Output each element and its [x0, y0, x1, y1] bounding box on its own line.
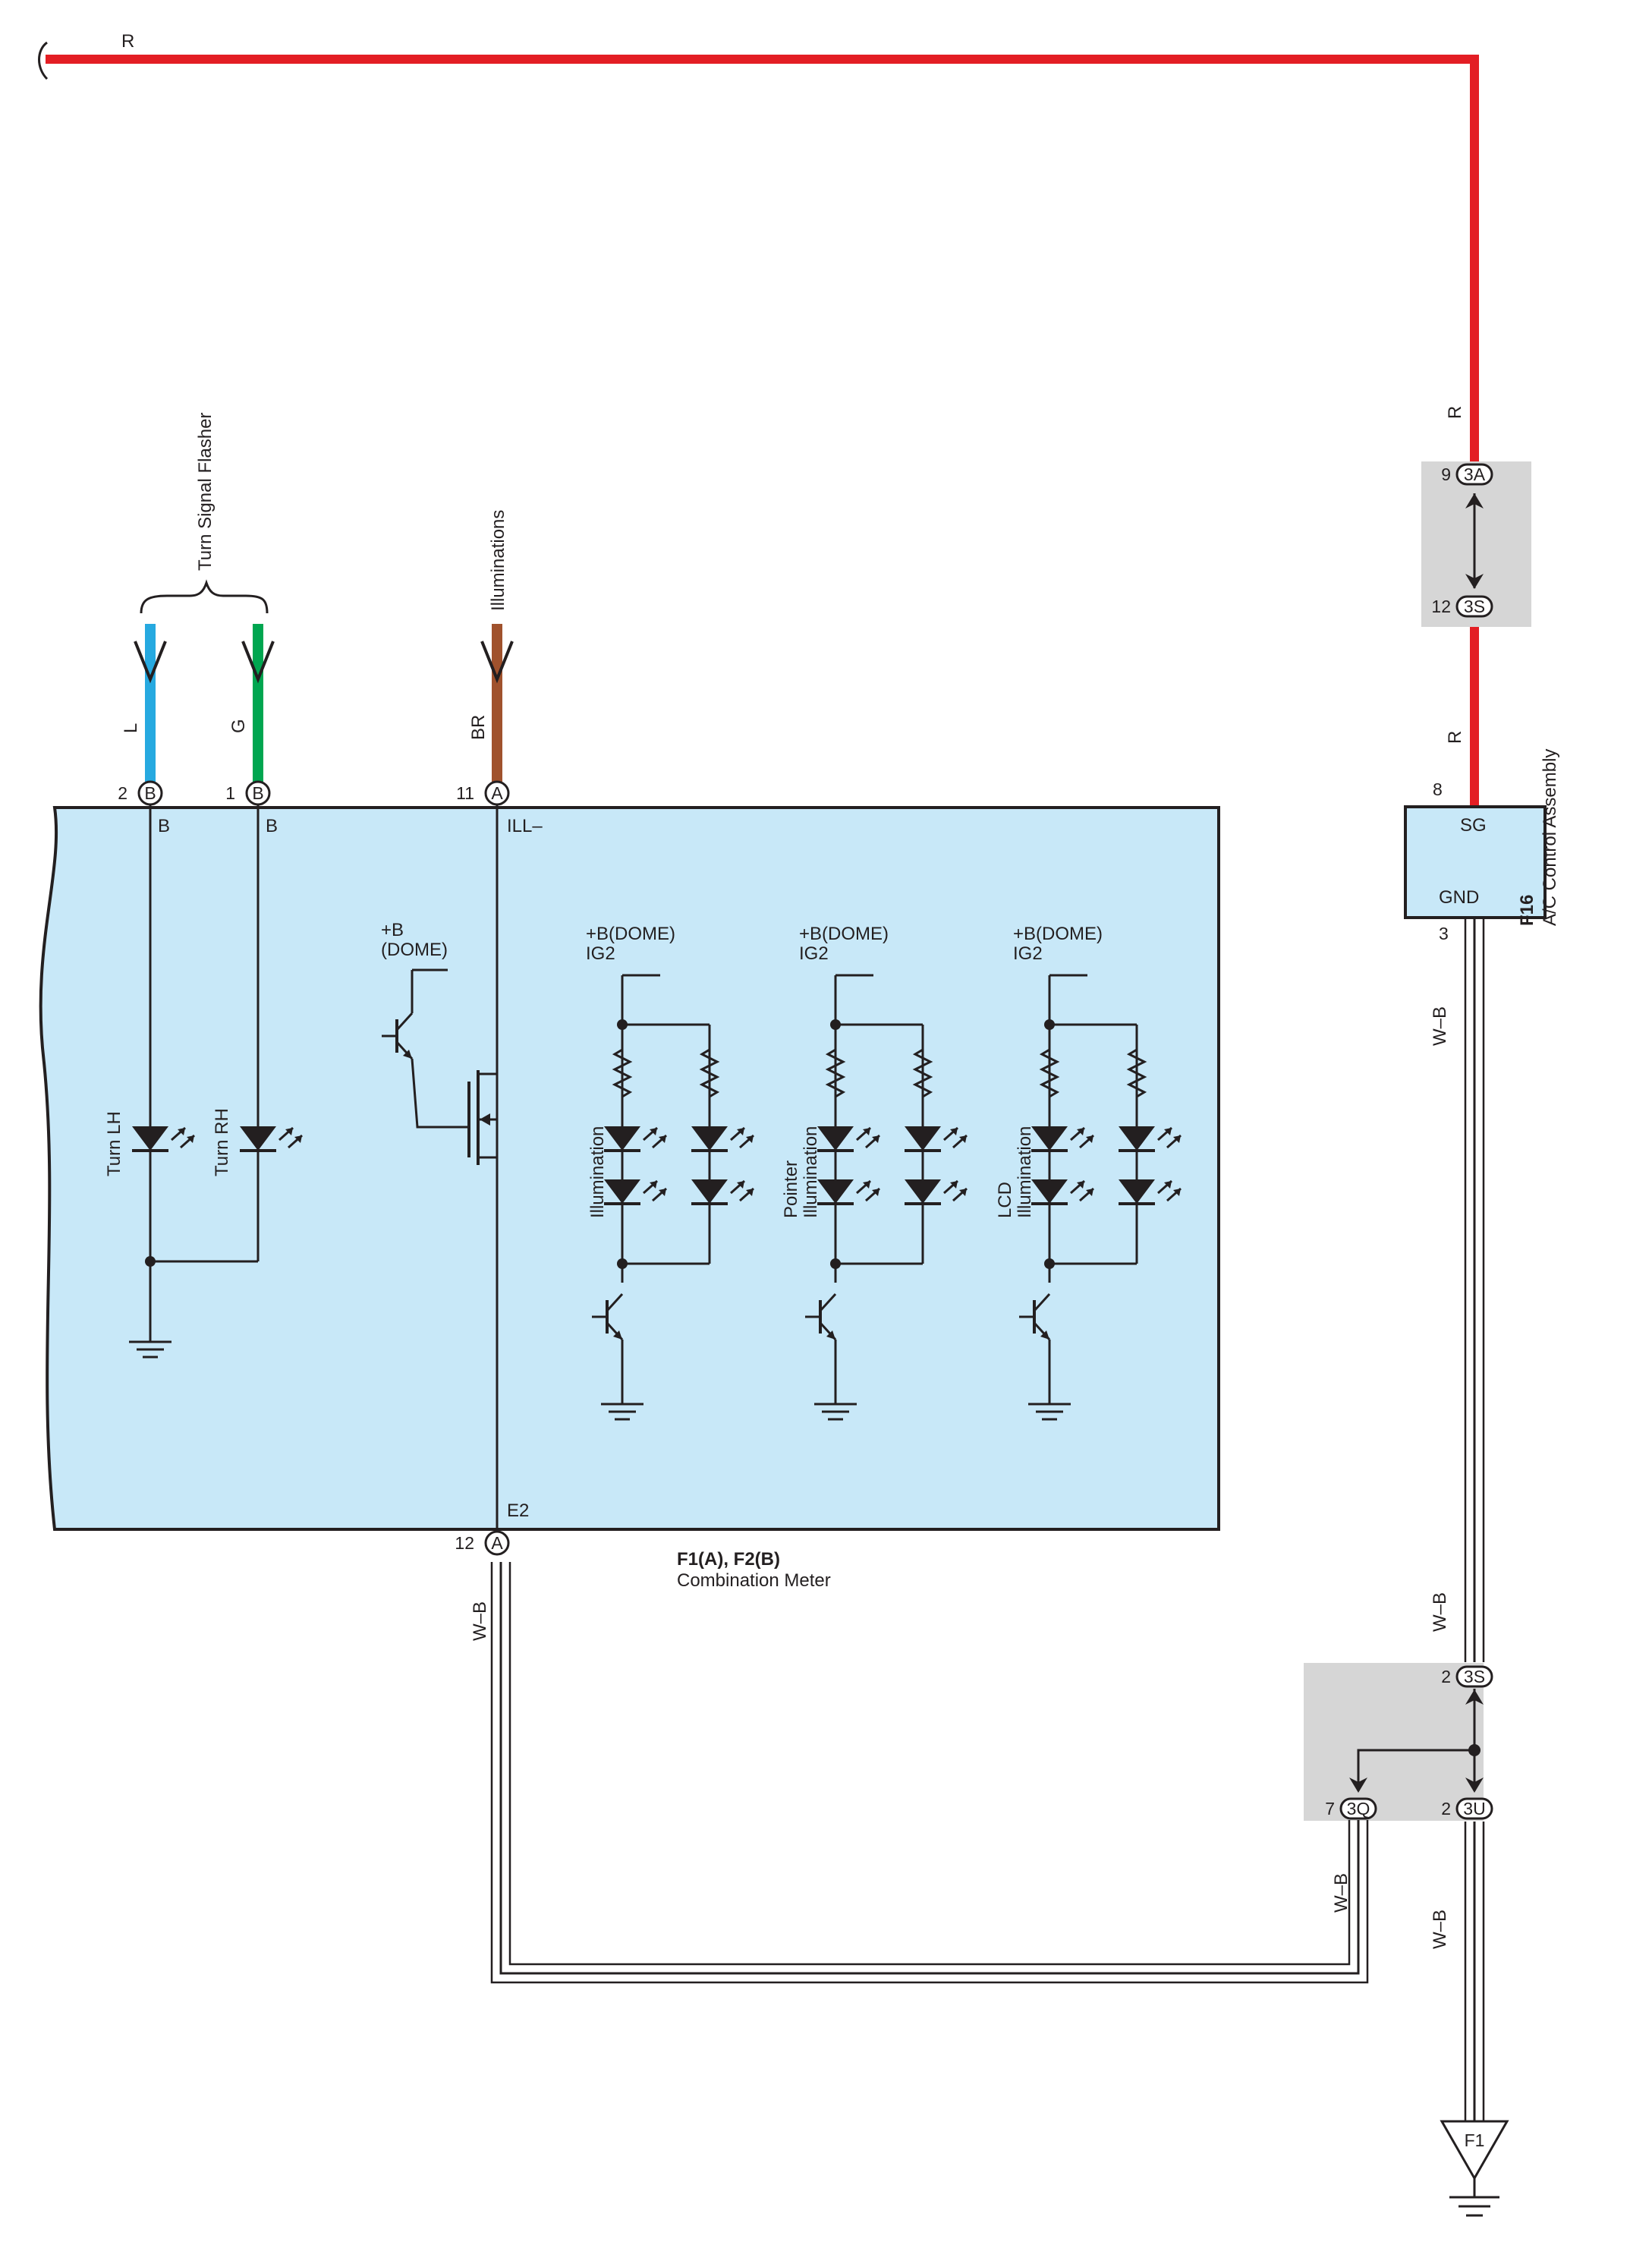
meter-pin-connectors [137, 780, 510, 1556]
turn-rh-wire [241, 624, 275, 782]
pin-2-no: 2 [118, 783, 127, 803]
conn-3s-upper-label: 3S [1464, 597, 1485, 616]
group3-supply-1: +B(DOME) [1013, 924, 1103, 944]
combination-meter-box [39, 806, 1220, 1531]
connector-3s-lower [1455, 1665, 1493, 1688]
pin-2-right-label: 2 [1441, 1799, 1451, 1818]
ac-sg-label: SG [1460, 815, 1487, 836]
illuminations-label: Illuminations [488, 510, 508, 611]
ac-pin-8: 8 [1433, 779, 1443, 799]
junction-upper [1421, 461, 1531, 627]
pin-7-label: 7 [1325, 1799, 1335, 1818]
group2-label-2: Illumination [801, 1126, 821, 1218]
jb-lower-wire-label: W–B [1430, 1910, 1450, 1949]
group2-supply-2: IG2 [799, 943, 829, 964]
pin-12-no: 12 [455, 1533, 474, 1553]
term-e2: E2 [507, 1500, 529, 1521]
meter-ground-wire-label: W–B [470, 1601, 490, 1641]
illum-group-3 [1018, 974, 1182, 1421]
red-upper-label: R [1445, 406, 1465, 419]
group1-label: Illumination [587, 1126, 608, 1218]
connector-3u [1455, 1797, 1493, 1820]
pin-11-conn: A [491, 783, 503, 803]
connector-3q [1339, 1797, 1377, 1820]
ac-name: A/C Control Assembly [1540, 749, 1560, 926]
meter-name: Combination Meter [677, 1570, 831, 1591]
group3-label-1: LCD [995, 1182, 1015, 1218]
top-red-label: R [121, 31, 134, 52]
conn-3s-lower-label: 3S [1464, 1667, 1485, 1686]
turn-rh-label: Turn RH [212, 1108, 232, 1176]
ac-pin-3: 3 [1439, 924, 1449, 943]
conn-3a-label: 3A [1464, 464, 1486, 484]
ground-f1 [1440, 2120, 1509, 2217]
dome-label-1: +B [381, 920, 404, 940]
group2-label-1: Pointer [781, 1160, 801, 1218]
pin-11-no: 11 [456, 783, 474, 803]
illum-wire-label: BR [468, 715, 489, 740]
red-wire [38, 41, 1479, 806]
group1-supply-1: +B(DOME) [586, 924, 675, 944]
wire-break-icon [38, 41, 49, 80]
junction-lower [1304, 1663, 1493, 1821]
turn-lh-wire [134, 624, 167, 782]
turn-rh-wire-label: G [228, 719, 249, 733]
term-ill: ILL– [507, 816, 543, 836]
connector-3s-upper [1455, 595, 1493, 618]
illum-group-2 [804, 974, 968, 1421]
ac-ground-wire-label: W–B [1430, 1006, 1450, 1046]
ac-id: F16 [1517, 895, 1537, 926]
red-lower-label: R [1445, 731, 1465, 744]
group3-supply-2: IG2 [1013, 943, 1043, 964]
ac-control-box [1404, 805, 1547, 919]
meter-ground-wire [490, 1562, 1369, 1984]
turn-lh-wire-label: L [121, 723, 141, 733]
dome-label-2: (DOME) [381, 940, 448, 960]
meter-id: F1(A), F2(B) [677, 1549, 780, 1570]
ac-gnd-label: GND [1439, 887, 1479, 908]
brace-icon [140, 579, 269, 614]
pin-12-label: 12 [1431, 597, 1451, 616]
pin-2-top-label: 2 [1441, 1667, 1451, 1686]
pin-9-label: 9 [1441, 464, 1451, 484]
pin-12-conn: A [491, 1533, 503, 1553]
pin-1-no: 1 [225, 783, 235, 803]
term-b-lh: B [158, 816, 170, 836]
pin-1-conn: B [252, 783, 263, 803]
conn-3q-label: 3Q [1347, 1799, 1370, 1818]
illum-group-1 [590, 974, 755, 1421]
group2-supply-1: +B(DOME) [799, 924, 889, 944]
jb-left-wire-label: W–B [1331, 1873, 1351, 1913]
group3-label-2: Illumination [1015, 1126, 1035, 1218]
right-ground-wire [1464, 918, 1485, 2121]
ill-circuit [380, 805, 499, 1532]
jb-upper-wire-label: W–B [1430, 1592, 1450, 1632]
group1-supply-2: IG2 [586, 943, 615, 964]
turn-lh-label: Turn LH [104, 1111, 124, 1176]
illum-wire [480, 624, 514, 782]
pin-2-conn: B [144, 783, 156, 803]
conn-3u-label: 3U [1463, 1799, 1485, 1818]
turn-led-circuit [127, 805, 304, 1359]
turn-signal-flasher-label: Turn Signal Flasher [195, 412, 216, 571]
term-b-rh: B [266, 816, 278, 836]
ground-label: F1 [1465, 2130, 1485, 2150]
connector-3a [1455, 463, 1493, 486]
